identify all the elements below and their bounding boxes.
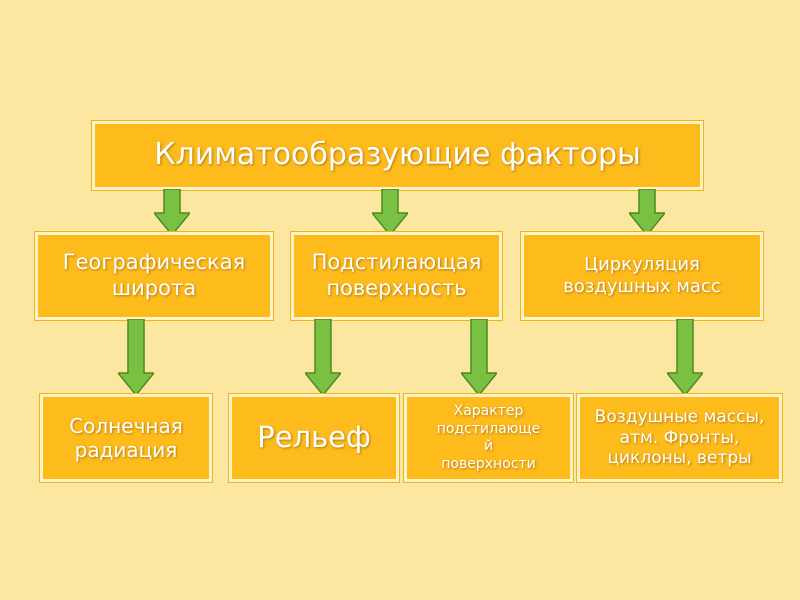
node-underlying-surface: Подстилающая поверхность	[291, 232, 502, 320]
node-air-mass-circulation: Циркуляция воздушных масс	[521, 232, 763, 320]
arrow-down-icon	[305, 319, 341, 395]
node-label: Воздушные массы, атм. Фронты, циклоны, в…	[594, 406, 765, 469]
root-node-label: Климатообразующие факторы	[154, 137, 641, 173]
arrow-down-icon	[372, 189, 408, 235]
arrow-down-icon	[461, 319, 497, 395]
node-air-masses-fronts: Воздушные массы, атм. Фронты, циклоны, в…	[577, 394, 782, 482]
node-relief: Рельеф	[229, 394, 399, 482]
arrow-down-icon	[667, 319, 703, 395]
node-label: Циркуляция воздушных масс	[563, 254, 721, 297]
node-solar-radiation: Солнечная радиация	[40, 394, 212, 482]
node-geographic-latitude: Географическая широта	[35, 232, 273, 320]
node-label: Подстилающая поверхность	[311, 250, 482, 300]
arrow-down-icon	[154, 189, 190, 235]
arrow-down-icon	[118, 319, 154, 395]
node-label: Географическая широта	[62, 250, 246, 300]
node-label: Солнечная радиация	[69, 413, 183, 462]
root-node: Климатообразующие факторы	[92, 121, 703, 190]
node-surface-character: Характер подстилающе й поверхности	[404, 394, 573, 482]
node-label: Рельеф	[257, 420, 371, 455]
arrow-down-icon	[629, 189, 665, 235]
node-label: Характер подстилающе й поверхности	[436, 403, 541, 472]
